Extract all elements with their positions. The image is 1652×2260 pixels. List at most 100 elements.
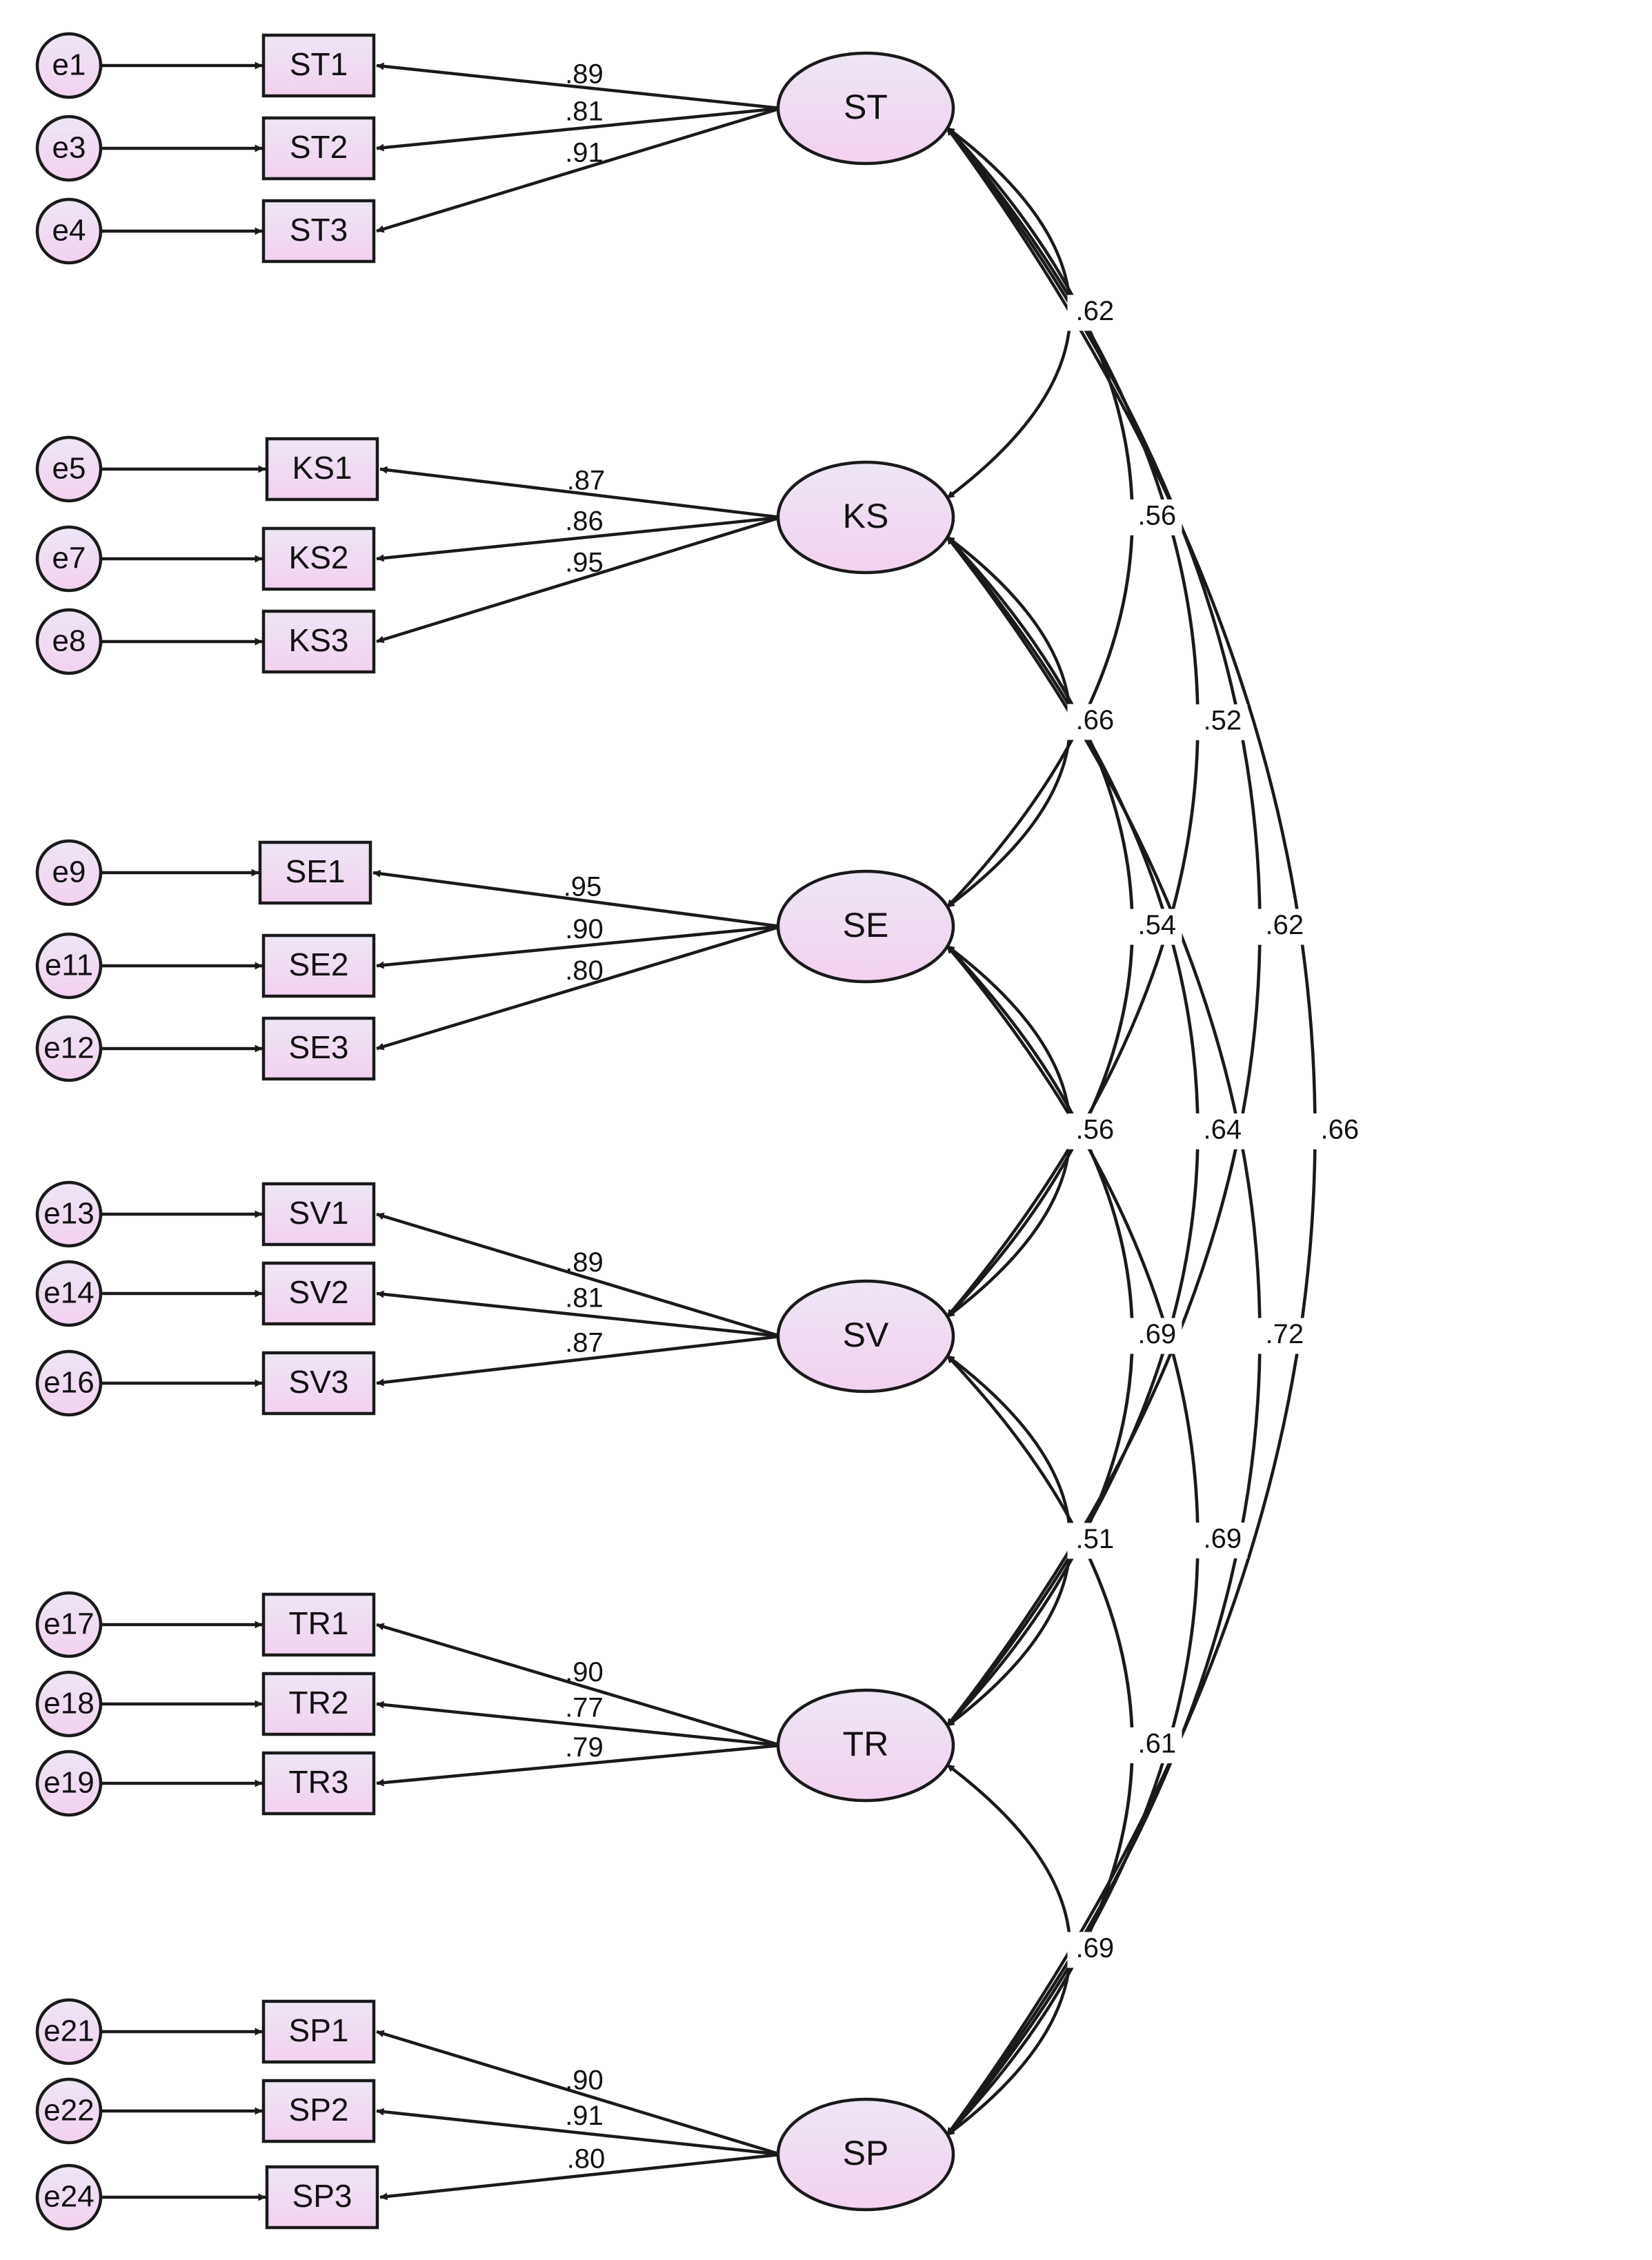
error-label-e14: e14 — [43, 1276, 94, 1310]
loading-path-sv3 — [376, 1334, 782, 1387]
label-layer: .62.56.52.62.66.66.54.64.72.56.69.69.51.… — [564, 59, 1365, 2174]
indicator-label-sv2: SV2 — [289, 1274, 349, 1310]
latent-node-se — [776, 869, 955, 984]
correlation-label-sv-sp: .61 — [1138, 1729, 1177, 1759]
indicator-label-se1: SE1 — [286, 853, 346, 889]
correlation-label-bg — [1129, 909, 1182, 945]
loading-path-ks3 — [376, 515, 782, 644]
loading-path-sp3 — [379, 2152, 782, 2201]
error-node-e22 — [35, 2077, 103, 2145]
correlation-label-ks-sv: .54 — [1138, 910, 1177, 940]
correlation-arc-se-sv — [946, 944, 1072, 1318]
correlation-label-se-sv: .56 — [1076, 1115, 1115, 1145]
correlation-label-ks-tr: .64 — [1204, 1115, 1242, 1145]
correlation-label-bg — [1067, 704, 1120, 740]
latent-label-se: SE — [843, 906, 889, 944]
correlation-label-bg — [1129, 499, 1182, 535]
correlation-label-bg — [1067, 1932, 1120, 1968]
correlation-label-bg — [1195, 1113, 1248, 1149]
correlation-label-bg — [1257, 909, 1310, 945]
correlation-label-bg — [1129, 1318, 1182, 1354]
indicator-box-st3 — [261, 199, 376, 264]
indicator-label-sp1: SP1 — [289, 2012, 349, 2048]
correlation-label-ks-sp: .72 — [1266, 1319, 1304, 1349]
error-label-e7: e7 — [52, 542, 86, 575]
loading-label-st3: .91 — [565, 138, 604, 168]
error-node-e13 — [35, 1180, 103, 1248]
indicator-box-ks2 — [261, 526, 376, 591]
error-node-e17 — [35, 1591, 103, 1658]
loading-label-st1: .89 — [565, 59, 604, 90]
indicator-label-sv1: SV1 — [289, 1195, 349, 1231]
error-node-e1 — [35, 32, 103, 99]
latent-node-st — [776, 51, 955, 166]
error-label-e13: e13 — [43, 1197, 94, 1231]
indicator-label-ks3: KS3 — [289, 622, 349, 658]
indicator-label-ks1: KS1 — [292, 450, 352, 486]
indicator-label-se3: SE3 — [289, 1029, 349, 1065]
correlation-arc-ks-se — [946, 535, 1072, 909]
loading-path-st1 — [376, 62, 782, 110]
correlation-label-bg — [1257, 1318, 1310, 1354]
correlation-label-se-sp: .69 — [1204, 1524, 1242, 1554]
loading-label-ks3: .95 — [565, 548, 604, 578]
loading-label-sv3: .87 — [565, 1328, 604, 1358]
correlation-label-st-sv: .52 — [1204, 706, 1242, 736]
latent-node-tr — [776, 1688, 955, 1803]
correlation-arc-ks-sv — [946, 535, 1134, 1318]
correlation-label-st-ks: .62 — [1076, 296, 1115, 326]
error-label-e19: e19 — [43, 1766, 94, 1800]
indicator-box-sp3 — [265, 2165, 379, 2230]
loading-path-sp2 — [376, 2108, 782, 2157]
indicator-box-st1 — [261, 33, 376, 98]
loading-label-se3: .80 — [565, 955, 604, 986]
latent-label-sv: SV — [843, 1316, 889, 1354]
correlation-label-st-se: .56 — [1138, 501, 1177, 531]
error-label-e11: e11 — [45, 949, 93, 982]
correlation-label-st-tr: .62 — [1266, 910, 1304, 940]
error-node-e5 — [35, 435, 103, 503]
indicator-box-ks1 — [265, 437, 379, 502]
loading-label-tr2: .77 — [565, 1693, 604, 1723]
loading-path-tr1 — [376, 1623, 782, 1747]
indicator-box-tr2 — [261, 1672, 376, 1736]
error-node-e8 — [35, 608, 103, 675]
latent-label-tr: TR — [843, 1725, 889, 1763]
indicator-box-sv2 — [261, 1261, 376, 1326]
error-label-e9: e9 — [52, 855, 86, 889]
error-label-e16: e16 — [43, 1366, 94, 1400]
indicator-box-sp1 — [261, 1999, 376, 2064]
loading-label-se1: .95 — [564, 872, 602, 902]
indicator-label-tr3: TR3 — [289, 1764, 349, 1800]
indicator-box-se1 — [258, 840, 372, 905]
loading-label-tr1: .90 — [565, 1657, 604, 1687]
error-label-e3: e3 — [52, 131, 86, 165]
loading-label-ks2: .86 — [565, 506, 604, 537]
error-label-e12: e12 — [43, 1031, 94, 1065]
correlation-label-bg — [1312, 1113, 1365, 1149]
correlation-label-sv-tr: .51 — [1076, 1524, 1115, 1554]
loading-label-st2: .81 — [565, 97, 604, 127]
loading-label-sv1: .89 — [565, 1247, 604, 1278]
indicator-box-se3 — [261, 1016, 376, 1081]
error-label-e5: e5 — [52, 452, 86, 486]
correlation-layer — [946, 126, 1317, 2137]
correlation-label-bg — [1195, 704, 1248, 740]
error-label-e24: e24 — [43, 2180, 94, 2214]
error-label-e22: e22 — [43, 2094, 94, 2128]
error-node-e7 — [35, 525, 103, 593]
correlation-label-bg — [1067, 1113, 1120, 1149]
indicator-label-tr1: TR1 — [289, 1605, 349, 1641]
latent-node-ks — [776, 460, 955, 575]
error-node-e24 — [35, 2163, 103, 2231]
loading-path-sv2 — [376, 1290, 782, 1338]
correlation-label-tr-sp: .69 — [1076, 1933, 1115, 1963]
loading-path-se2 — [376, 924, 782, 969]
indicator-box-sp2 — [261, 2079, 376, 2143]
indicator-label-sv3: SV3 — [289, 1364, 349, 1400]
error-node-e16 — [35, 1349, 103, 1417]
latent-label-st: ST — [844, 88, 888, 126]
correlation-arc-sv-sp — [946, 1354, 1134, 2137]
correlation-label-bg — [1129, 1727, 1182, 1763]
indicator-box-sv3 — [261, 1351, 376, 1416]
